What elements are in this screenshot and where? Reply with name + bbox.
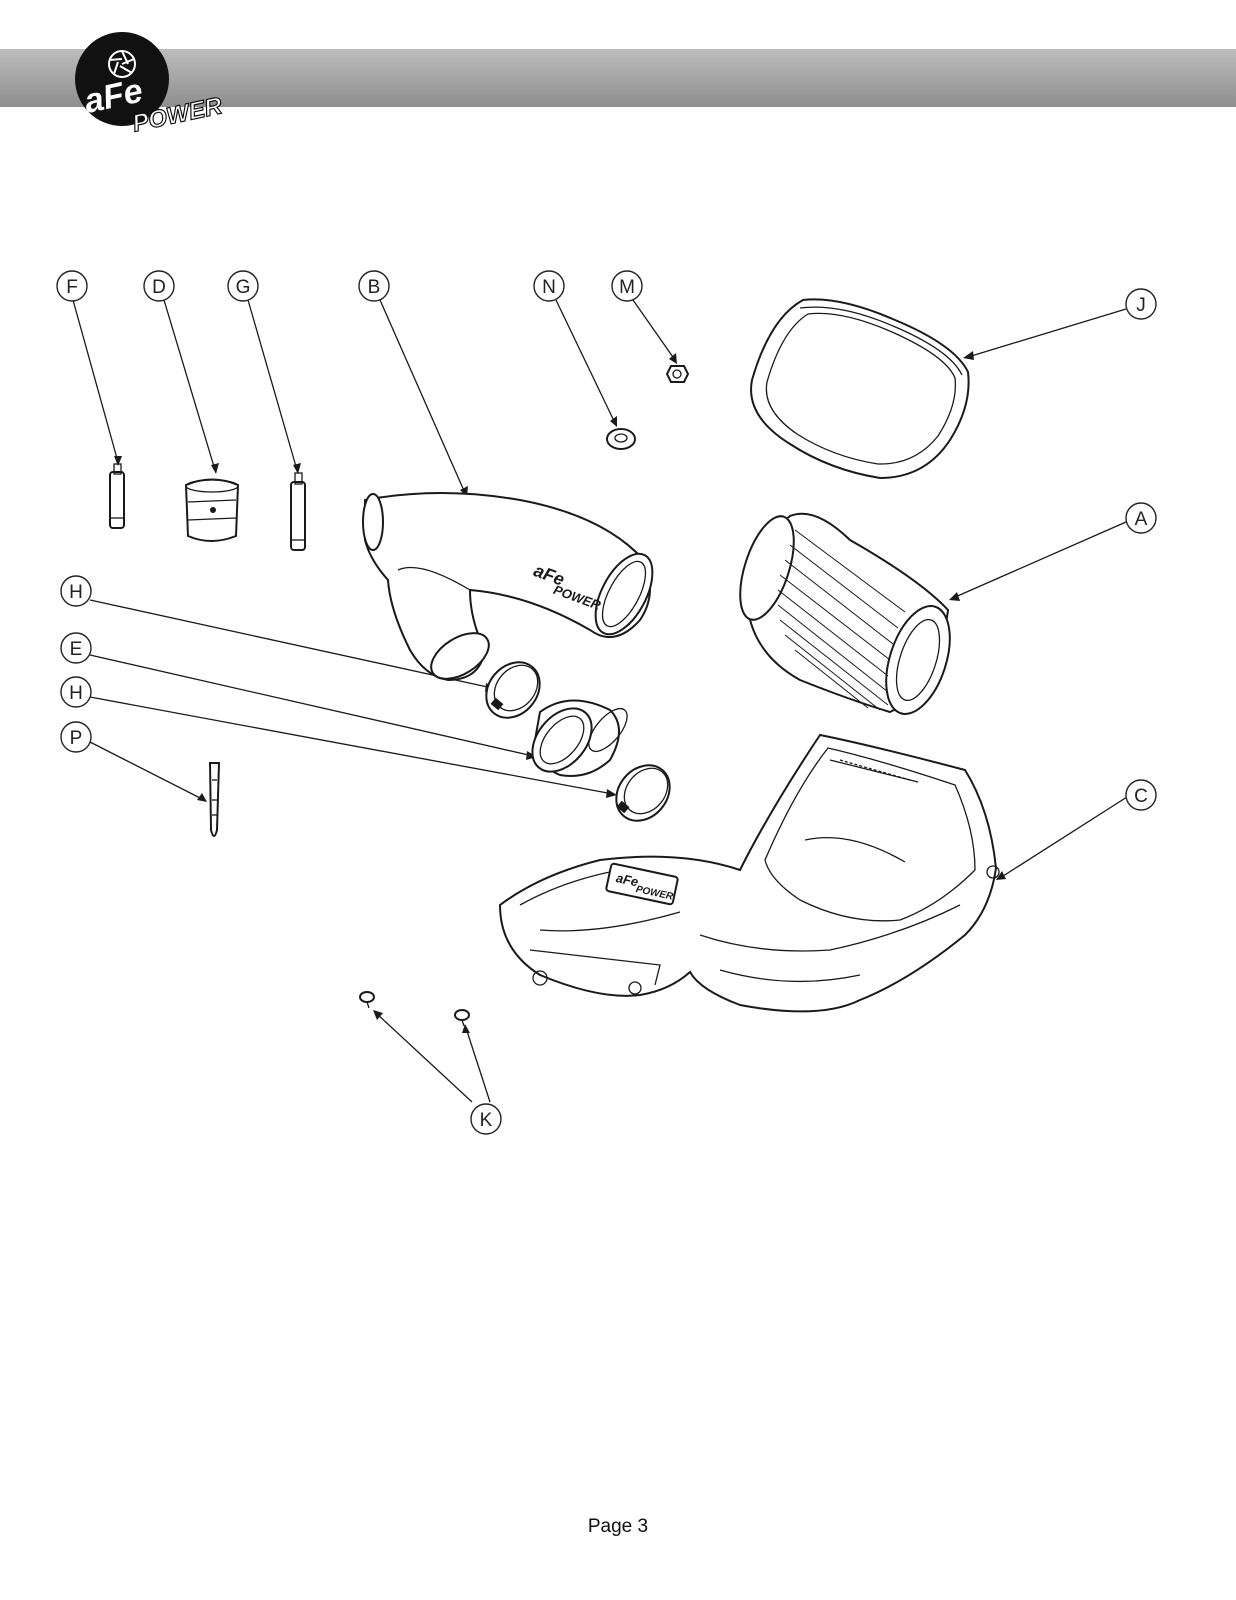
part-A-air-filter xyxy=(739,512,951,715)
afe-power-logo: aFe POWER xyxy=(75,32,226,136)
callout-F: F xyxy=(56,270,88,302)
svg-text:E: E xyxy=(70,639,83,660)
callout-P: P xyxy=(60,721,92,753)
svg-text:K: K xyxy=(480,1110,493,1131)
callout-N: N xyxy=(533,270,565,302)
svg-text:C: C xyxy=(1134,786,1148,807)
callout-H-lower: H xyxy=(60,676,92,708)
svg-text:H: H xyxy=(69,683,83,704)
callout-E: E xyxy=(60,632,92,664)
part-K-clip-left xyxy=(359,991,375,1009)
svg-text:J: J xyxy=(1136,295,1146,316)
aperture-icon xyxy=(108,50,136,78)
callout-A: A xyxy=(1125,502,1157,534)
part-M-nut xyxy=(665,365,690,383)
callout-B: B xyxy=(358,270,390,302)
svg-text:M: M xyxy=(619,277,635,298)
svg-text:D: D xyxy=(152,277,166,298)
svg-text:N: N xyxy=(542,277,556,298)
part-G-strap xyxy=(290,472,306,551)
page-number: Page 3 xyxy=(587,1516,649,1537)
svg-text:G: G xyxy=(236,277,251,298)
airbox-logo-text: aFe xyxy=(615,870,640,889)
part-H-lower-clamp xyxy=(615,764,671,822)
svg-text:P: P xyxy=(70,728,83,749)
callout-H-upper: H xyxy=(60,575,92,607)
part-J-gasket xyxy=(750,298,970,480)
callout-J: J xyxy=(1125,288,1157,320)
part-P-pin xyxy=(208,762,221,837)
callout-D: D xyxy=(143,270,175,302)
callout-G: G xyxy=(227,270,259,302)
part-F-strap xyxy=(109,463,125,529)
part-C-airbox: aFe POWER xyxy=(498,733,1000,1013)
part-H-upper-clamp xyxy=(485,661,541,719)
svg-text:A: A xyxy=(1135,509,1148,530)
svg-text:B: B xyxy=(368,277,381,298)
part-N-grommet xyxy=(606,428,636,450)
svg-text:H: H xyxy=(69,582,83,603)
callout-C: C xyxy=(1125,779,1157,811)
part-E-coupler xyxy=(531,699,628,777)
part-B-intake-tube: aFe POWER xyxy=(362,492,654,682)
svg-text:F: F xyxy=(66,277,78,298)
header-bar xyxy=(0,49,1236,107)
part-K-clip-right xyxy=(454,1009,470,1027)
part-D-coupler xyxy=(184,478,240,542)
callout-M: M xyxy=(611,270,643,302)
callout-K: K xyxy=(470,1103,502,1135)
